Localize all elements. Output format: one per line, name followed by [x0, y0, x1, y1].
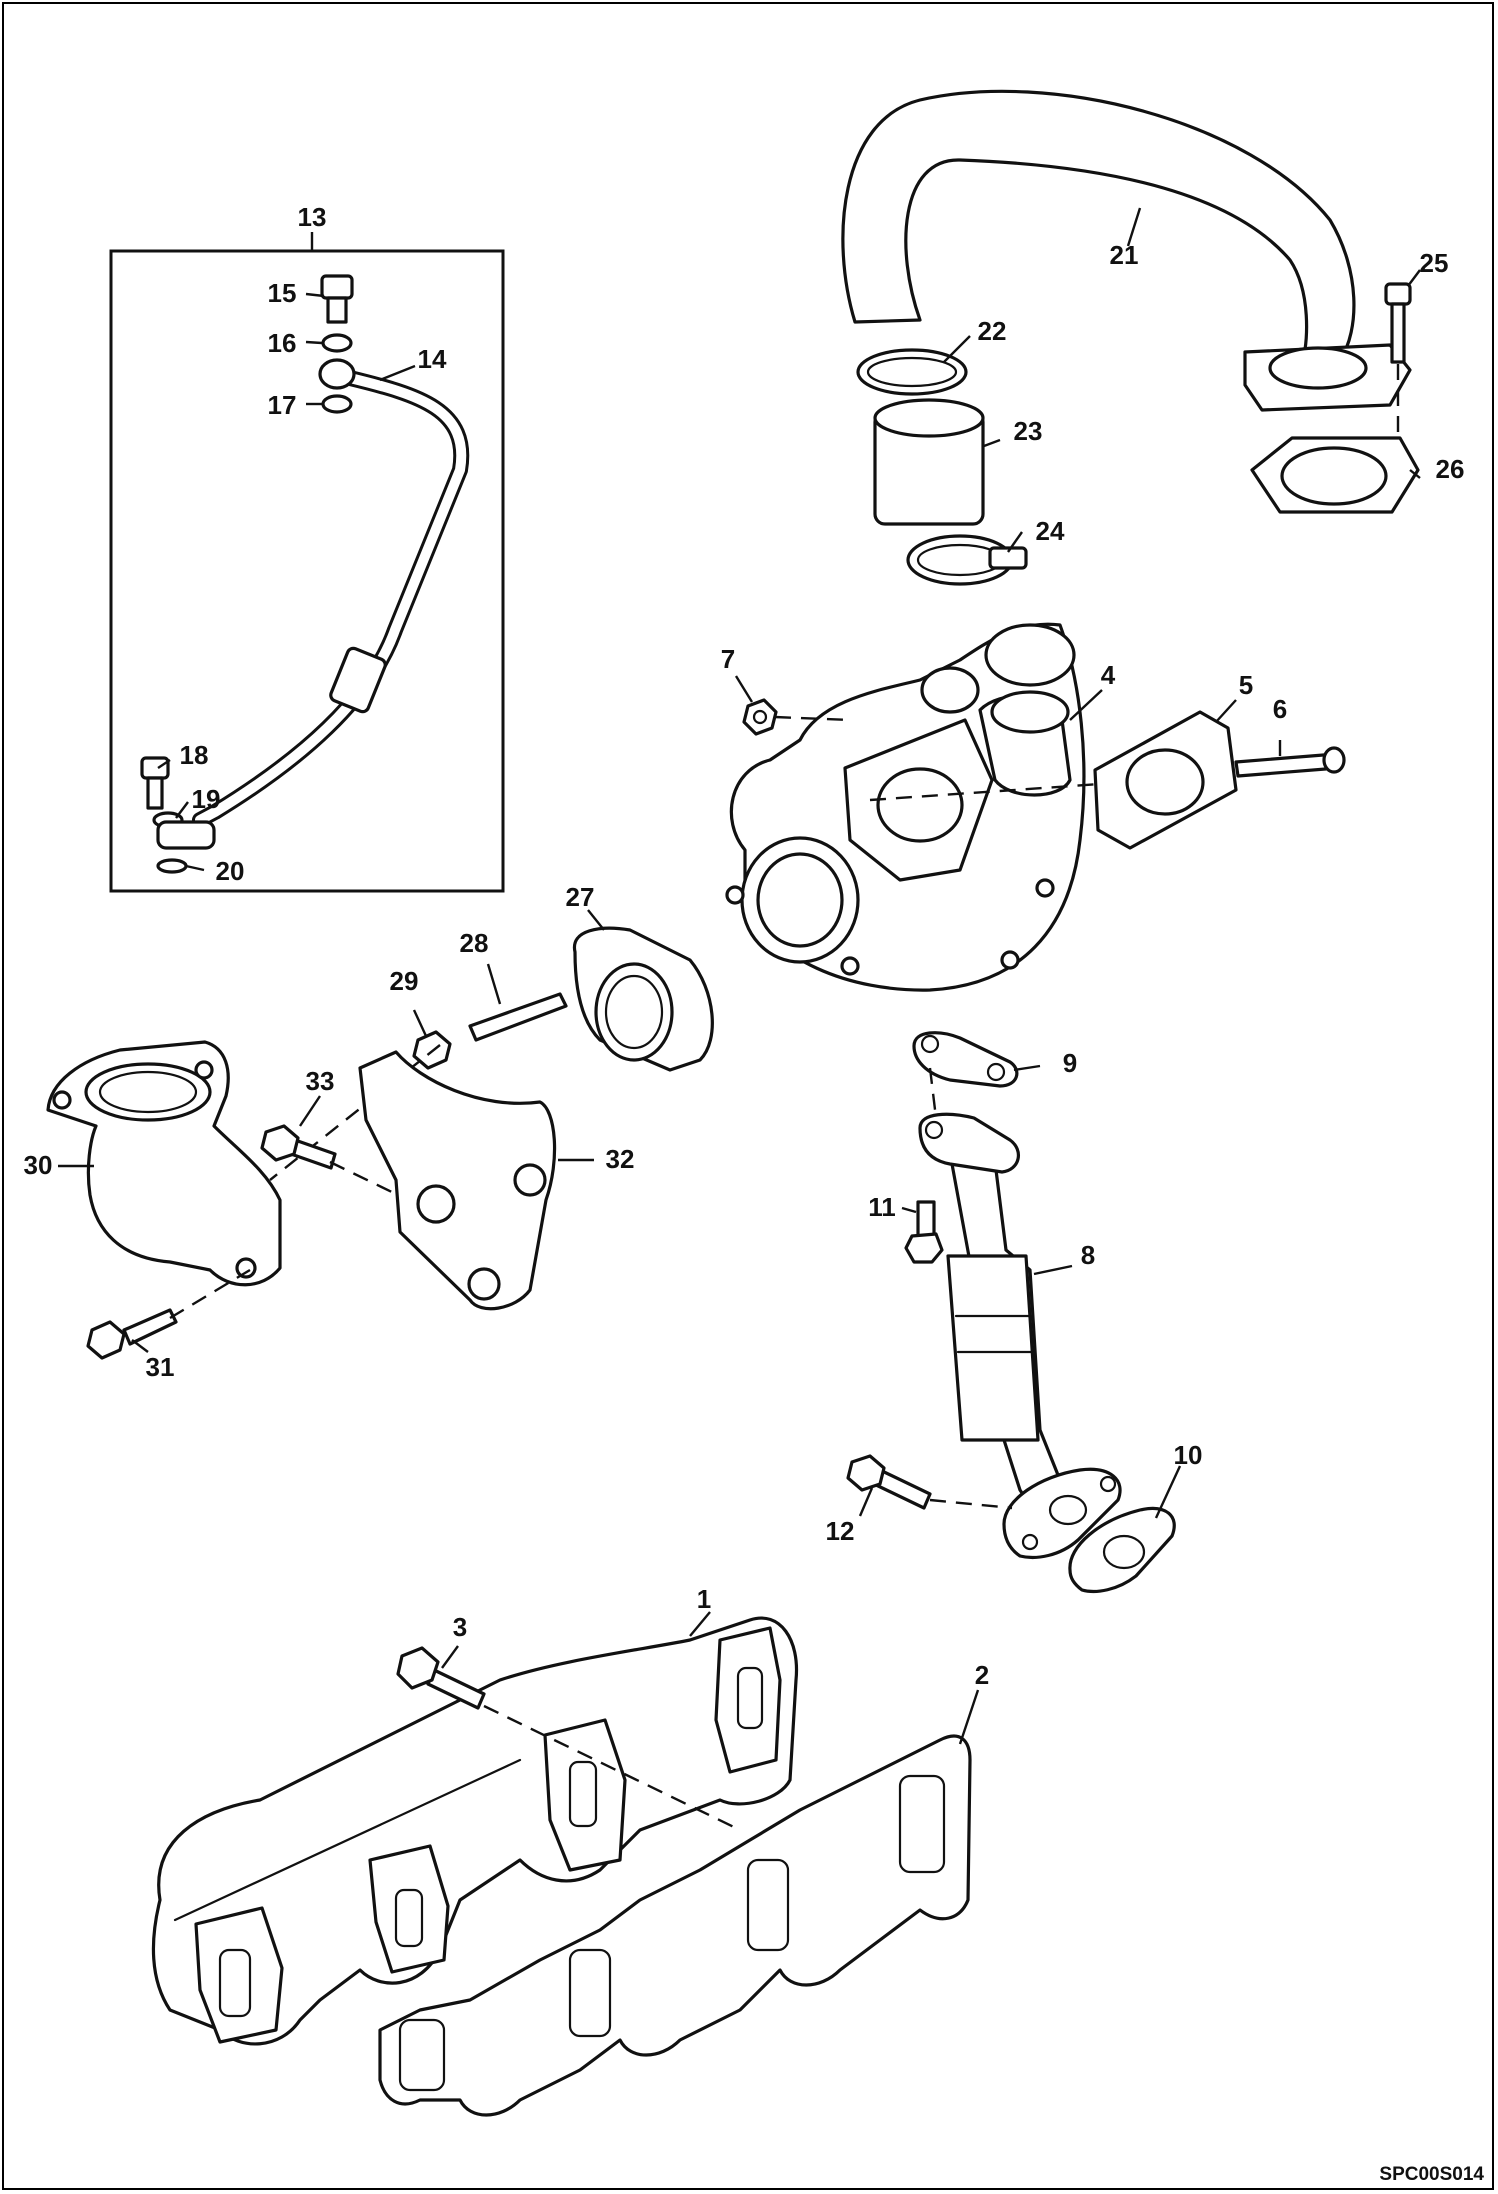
callout-leaders [58, 207, 1421, 1745]
callout-3: 3 [453, 1612, 467, 1642]
exhaust-manifold-group [151, 1616, 972, 2117]
inlet-elbow-group [841, 89, 1420, 586]
callout-27: 27 [566, 882, 595, 912]
stud-28 [468, 992, 568, 1042]
figure-code: SPC00S014 [1379, 2164, 1484, 2185]
callout-10: 10 [1174, 1440, 1203, 1470]
callout-16: 16 [268, 328, 297, 358]
bolt-25 [1384, 282, 1412, 306]
callout-25: 25 [1420, 248, 1449, 278]
callout-30: 30 [24, 1150, 53, 1180]
exhaust-manifold-1 [151, 1616, 799, 2046]
callout-2: 2 [975, 1660, 989, 1690]
callout-labels: 1 2 3 4 5 6 7 8 9 10 11 12 13 14 15 16 1… [24, 202, 1465, 1690]
banjo-bolt-15 [320, 274, 354, 300]
washer-20 [156, 858, 188, 874]
pipe-sleeve [329, 646, 387, 714]
callout-4: 4 [1101, 660, 1116, 690]
nut-7 [742, 698, 778, 736]
bracket-32 [358, 1050, 557, 1311]
callout-31: 31 [146, 1352, 175, 1382]
callout-28: 28 [460, 928, 489, 958]
oil-drain-group [846, 1031, 1176, 1594]
bolt-11 [916, 1200, 936, 1238]
oil-feed-pipe [192, 370, 470, 828]
callout-9: 9 [1063, 1048, 1077, 1078]
callout-13: 13 [298, 202, 327, 232]
inlet-elbow-21 [841, 89, 1356, 374]
washer-16 [321, 333, 353, 353]
callout-15: 15 [268, 278, 297, 308]
callout-19: 19 [192, 784, 221, 814]
gasket-9 [912, 1031, 1019, 1088]
gasket-10 [1068, 1506, 1176, 1594]
callout-12: 12 [826, 1516, 855, 1546]
callout-33: 33 [306, 1066, 335, 1096]
callout-21: 21 [1110, 240, 1139, 270]
banjo-fitting [318, 358, 356, 390]
callout-14: 14 [418, 344, 447, 374]
wastegate-actuator [984, 623, 1076, 687]
callout-26: 26 [1436, 454, 1465, 484]
drain-hose [946, 1254, 1040, 1442]
callout-6: 6 [1273, 694, 1287, 724]
callout-1: 1 [697, 1584, 711, 1614]
callout-11: 11 [868, 1192, 896, 1222]
callout-20: 20 [216, 856, 245, 886]
manifold-gasket-2 [378, 1734, 972, 2117]
callout-32: 32 [606, 1144, 635, 1174]
lower-fitting [156, 820, 216, 850]
callout-23: 23 [1014, 416, 1043, 446]
callout-17: 17 [268, 390, 297, 420]
callout-8: 8 [1081, 1240, 1095, 1270]
bolt-31 [122, 1308, 178, 1346]
callout-29: 29 [390, 966, 419, 996]
callout-18: 18 [180, 740, 209, 770]
turbocharger-group [725, 622, 1346, 992]
oil-drain-flange-top [918, 1112, 1020, 1174]
callout-24: 24 [1036, 516, 1065, 546]
washer-17 [321, 394, 353, 414]
callout-22: 22 [978, 316, 1007, 346]
kit-13-box [109, 249, 505, 893]
banjo-bolt-18 [140, 756, 170, 780]
oil-feed-kit-group [109, 232, 505, 893]
callout-5: 5 [1239, 670, 1253, 700]
exhaust-outlet-group [46, 926, 714, 1360]
callout-7: 7 [721, 644, 735, 674]
